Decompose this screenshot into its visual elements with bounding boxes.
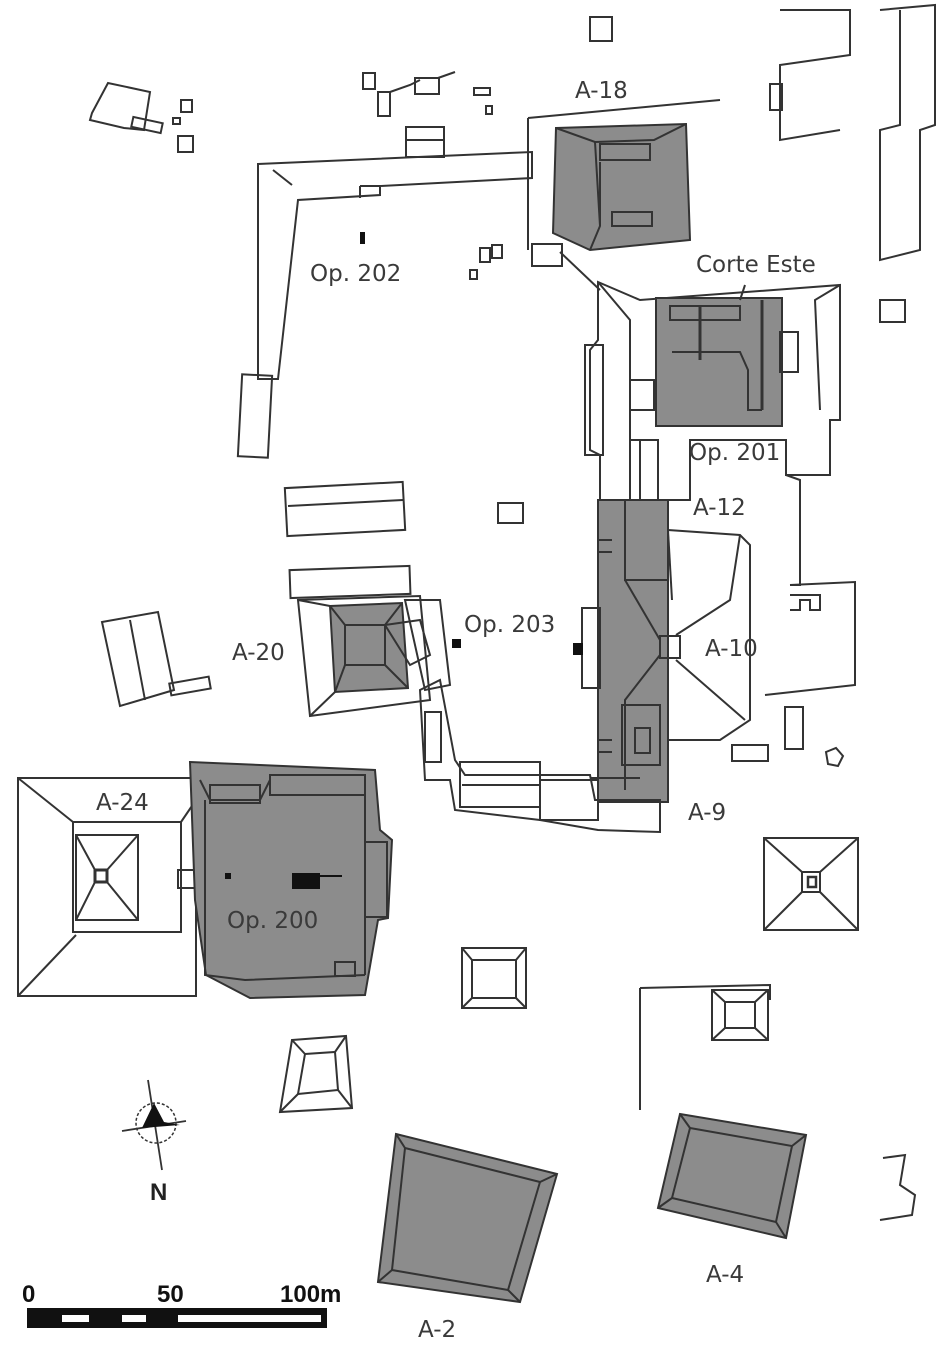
label-a-9: A-9 bbox=[688, 800, 726, 826]
label-corte-este: Corte Este bbox=[696, 252, 816, 278]
label-op-202: Op. 202 bbox=[310, 261, 401, 287]
op-203-test-pit-east bbox=[573, 643, 583, 655]
op-200-excavation bbox=[188, 760, 394, 1000]
structure-southeast-pyramid bbox=[763, 837, 859, 931]
scale-bar bbox=[27, 1308, 327, 1328]
structure-south-square bbox=[461, 947, 527, 1009]
op-202-test-pit bbox=[360, 232, 365, 244]
structure-west-platform bbox=[100, 480, 524, 708]
east-corridor bbox=[584, 344, 856, 696]
scale-tick-0: 0 bbox=[22, 1281, 35, 1308]
label-a-20: A-20 bbox=[232, 640, 285, 666]
op-200-trench bbox=[292, 873, 320, 889]
structure-southeast-enclosure bbox=[639, 983, 771, 1110]
op-203-test-pit-west bbox=[452, 639, 461, 648]
structure-a-10 bbox=[581, 499, 751, 803]
label-a-12: A-12 bbox=[693, 495, 746, 521]
op-200-test-pit bbox=[225, 873, 231, 879]
label-a-4: A-4 bbox=[706, 1262, 744, 1288]
southeast-wall-fragment bbox=[879, 1153, 917, 1221]
northeast-walls bbox=[769, 3, 936, 323]
north-arrow-compass-icon bbox=[121, 1079, 187, 1171]
label-a-2: A-2 bbox=[418, 1317, 456, 1343]
label-a-10: A-10 bbox=[705, 636, 758, 662]
scale-tick-50: 50 bbox=[157, 1281, 184, 1308]
structure-a-12 bbox=[589, 280, 841, 501]
north-label: N bbox=[150, 1179, 167, 1206]
structure-a-20 bbox=[288, 564, 452, 718]
label-a-24: A-24 bbox=[96, 790, 149, 816]
structure-a-18 bbox=[527, 99, 721, 291]
label-op-201: Op. 201 bbox=[689, 440, 780, 466]
label-a-18: A-18 bbox=[575, 78, 628, 104]
structure-a-4 bbox=[656, 1112, 808, 1240]
north-plaza-wall bbox=[236, 150, 533, 459]
scale-tick-100m: 100m bbox=[280, 1281, 341, 1308]
south-courtyard-buildings bbox=[418, 678, 661, 834]
label-op-200: Op. 200 bbox=[227, 908, 318, 934]
southeast-small-features bbox=[731, 706, 845, 768]
label-op-203: Op. 203 bbox=[464, 612, 555, 638]
structure-southwest-small bbox=[278, 1034, 354, 1114]
northwest-small-features bbox=[88, 16, 613, 280]
structure-a-2 bbox=[376, 1132, 559, 1304]
